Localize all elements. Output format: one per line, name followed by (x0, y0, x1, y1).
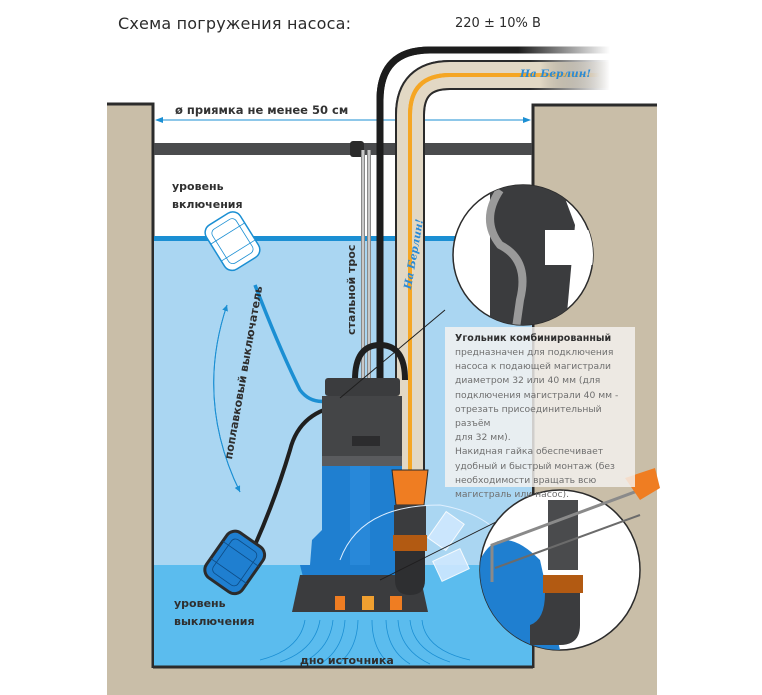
callout-title: Угольник комбинированный (455, 333, 612, 344)
ground-left-wall (107, 102, 155, 695)
callout-body: предназначен для подключения насоса к по… (455, 346, 635, 502)
callout-line: удобный и быстрый монтаж (без (455, 460, 615, 472)
callout-line: необходимости вращать всю (455, 474, 597, 486)
cable-clamp (350, 141, 364, 157)
steel-cable-label: стальной трос (345, 244, 358, 335)
fitting-callout: Угольник комбинированный предназначен дл… (445, 327, 635, 500)
callout-line: магистраль или насос). (455, 489, 570, 501)
callout-line: диаметром 32 или 40 мм (для (455, 375, 601, 387)
rotation-arc (339, 504, 491, 561)
submersible-pump (292, 341, 428, 612)
float-switch-lower (203, 403, 346, 596)
ground-bottom (107, 668, 657, 695)
hose-fitting (391, 469, 429, 595)
crossbar (154, 143, 532, 155)
rotated-fitting-ghosts (427, 510, 470, 582)
on-level-label: уровень включения (172, 178, 243, 214)
on-level-label-line-2: включения (172, 198, 243, 211)
diameter-dimension-line (155, 117, 531, 123)
source-bottom-label: дно источника (300, 654, 394, 667)
off-level-label-line-2: выключения (174, 615, 255, 628)
callout-line: предназначен для подключения (455, 347, 614, 358)
discharge-hose (395, 60, 610, 470)
pit-diameter-label: ø приямка не менее 50 см (175, 103, 349, 117)
pump-handle (352, 341, 408, 381)
on-level-label-line-1: уровень (172, 180, 224, 193)
inflow-arrows (259, 619, 471, 665)
off-level-label-line-1: уровень (174, 597, 226, 610)
magnifier-fitting-hacksaw (479, 468, 660, 651)
magnifier-cable-clip (452, 184, 594, 326)
callout-line: насоса к подающей магистрали (455, 361, 611, 373)
off-level-label: уровень выключения (174, 595, 255, 631)
diagram-title: Схема погружения насоса: (118, 14, 352, 33)
callout-line: отрезать присоединительный разъём (455, 403, 602, 430)
water-on-level-line (154, 236, 532, 241)
callout-pointer-clamp (339, 309, 446, 399)
callout-line: для 32 мм). (455, 432, 511, 444)
hose-brand-label-horizontal: На Берлин! (520, 68, 591, 80)
callout-line: Накидная гайка обеспечивает (455, 446, 604, 458)
voltage-label: 220 ± 10% В (455, 16, 541, 31)
callout-line: подключения магистрали 40 мм - (455, 389, 619, 401)
